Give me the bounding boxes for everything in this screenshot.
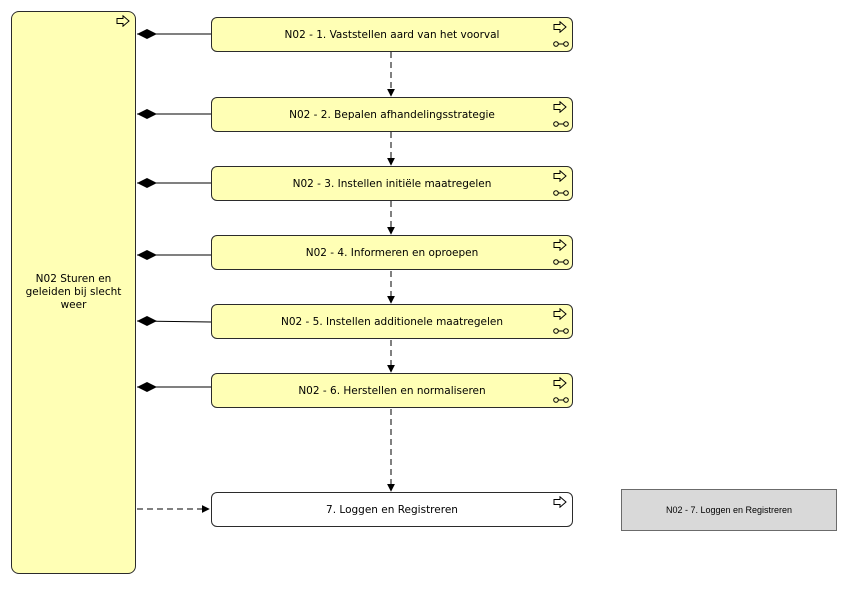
process-arrow-icon xyxy=(553,21,567,33)
process-arrow-icon xyxy=(553,308,567,320)
process-arrow-icon xyxy=(553,377,567,389)
composition-diamond-6 xyxy=(137,382,157,392)
process-arrow-icon xyxy=(553,170,567,182)
process-step-label: N02 - 4. Informeren en oproepen xyxy=(305,246,479,259)
subprocess-link-icon xyxy=(553,259,569,265)
parent-process-label: N02 Sturen en geleiden bij slecht weer xyxy=(25,273,122,311)
process-step-label: N02 - 1. Vaststellen aard van het voorva… xyxy=(284,28,500,41)
process-arrow-icon xyxy=(553,239,567,251)
parent-process-box[interactable]: N02 Sturen en geleiden bij slecht weer xyxy=(11,11,136,574)
reference-note-box[interactable]: N02 - 7. Loggen en Registreren xyxy=(621,489,837,531)
composition-diamond-3 xyxy=(137,178,157,188)
process-step-1[interactable]: N02 - 1. Vaststellen aard van het voorva… xyxy=(211,17,573,52)
process-arrow-icon xyxy=(553,496,567,508)
process-step-5[interactable]: N02 - 5. Instellen additionele maatregel… xyxy=(211,304,573,339)
subprocess-link-icon xyxy=(553,328,569,334)
process-step-3[interactable]: N02 - 3. Instellen initiële maatregelen xyxy=(211,166,573,201)
process-arrow-icon xyxy=(553,101,567,113)
subprocess-link-icon xyxy=(553,121,569,127)
composition-connectors xyxy=(136,29,212,392)
process-step-label: N02 - 5. Instellen additionele maatregel… xyxy=(280,315,503,328)
process-step-label: 7. Loggen en Registreren xyxy=(326,503,458,516)
process-step-6[interactable]: N02 - 6. Herstellen en normaliseren xyxy=(211,373,573,408)
reference-note-label: N02 - 7. Loggen en Registreren xyxy=(665,505,793,515)
process-step-label: N02 - 6. Herstellen en normaliseren xyxy=(298,384,486,397)
composition-diamond-4 xyxy=(137,250,157,260)
flow-connectors xyxy=(137,52,395,513)
subprocess-link-icon xyxy=(553,41,569,47)
process-step-7[interactable]: 7. Loggen en Registreren xyxy=(211,492,573,527)
process-step-label: N02 - 2. Bepalen afhandelingsstrategie xyxy=(289,108,495,121)
composition-diamond-5 xyxy=(137,316,157,326)
composition-diamond-2 xyxy=(137,109,157,119)
composition-diamond-1 xyxy=(137,29,157,39)
process-step-label: N02 - 3. Instellen initiële maatregelen xyxy=(292,177,492,190)
subprocess-link-icon xyxy=(553,190,569,196)
process-step-2[interactable]: N02 - 2. Bepalen afhandelingsstrategie xyxy=(211,97,573,132)
process-arrow-icon xyxy=(116,15,130,27)
subprocess-link-icon xyxy=(553,397,569,403)
process-step-4[interactable]: N02 - 4. Informeren en oproepen xyxy=(211,235,573,270)
